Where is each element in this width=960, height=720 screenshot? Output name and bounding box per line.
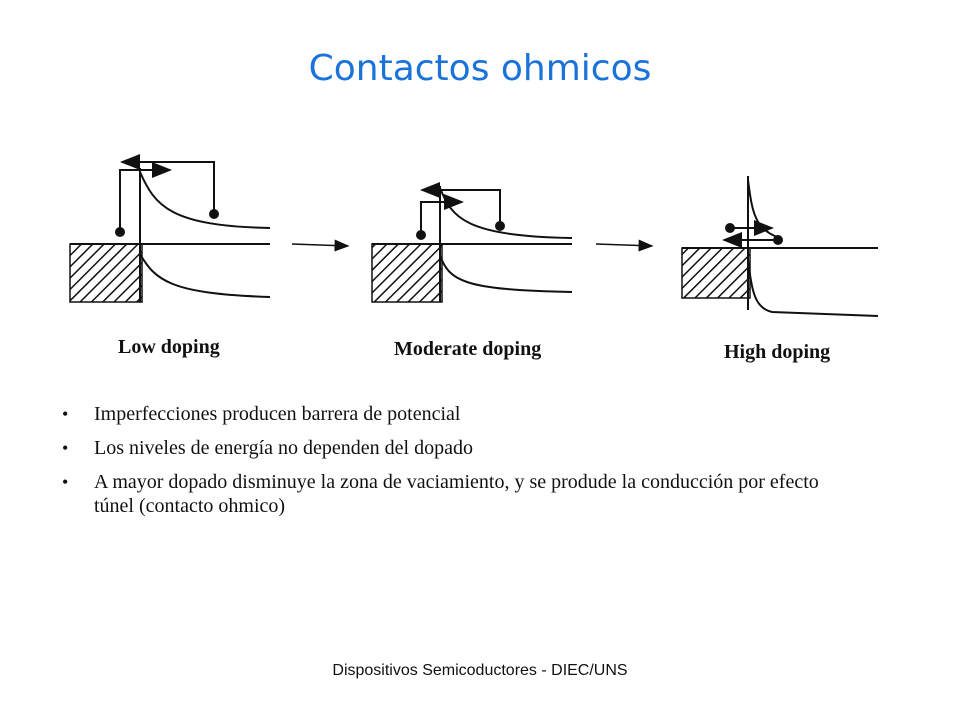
- electron-semiconductor: [773, 235, 783, 245]
- valence-band: [747, 259, 879, 317]
- bullet-list: • Imperfecciones producen barrera de pote…: [60, 402, 860, 528]
- panel-high-doping: High doping: [681, 176, 879, 363]
- panel-label-low: Low doping: [118, 336, 220, 358]
- transition-arrow-2: [595, 239, 654, 252]
- valence-band: [139, 253, 271, 298]
- panel-moderate-doping: Moderate doping: [371, 182, 573, 360]
- bullet-text: Los niveles de energía no dependen del d…: [94, 437, 473, 459]
- metal-hatch: [69, 243, 143, 303]
- bullet-item: • Imperfecciones producen barrera de pote…: [60, 402, 860, 426]
- return-arrow: [120, 154, 215, 214]
- conduction-band: [439, 187, 573, 239]
- bullet-marker: •: [62, 472, 69, 492]
- thermionic-arrow: [420, 194, 464, 235]
- metal-hatch: [681, 247, 751, 299]
- valence-band: [439, 255, 573, 293]
- bullet-item: • Los niveles de energía no dependen del …: [60, 436, 860, 460]
- panel-label-high: High doping: [724, 341, 830, 363]
- transition-arrow-1: [291, 239, 350, 252]
- band-diagram-figure: Low doping Moderate doping High doping: [69, 154, 879, 363]
- bullet-marker: •: [62, 438, 69, 458]
- conduction-band: [747, 179, 781, 239]
- panel-low-doping: Low doping: [69, 154, 271, 358]
- bullet-item: • A mayor dopado disminuye la zona de vac…: [60, 470, 860, 518]
- bullet-text: A mayor dopado disminuye la zona de vaci…: [94, 471, 819, 517]
- slide-title: Contactos ohmicos: [308, 48, 652, 89]
- bullet-marker: •: [62, 404, 69, 424]
- conduction-band: [139, 171, 271, 229]
- metal-hatch: [371, 243, 443, 303]
- return-arrow: [420, 182, 501, 226]
- panel-label-moderate: Moderate doping: [394, 338, 541, 360]
- slide-footer: Dispositivos Semicoductores - DIEC/UNS: [332, 662, 628, 679]
- bullet-text: Imperfecciones producen barrera de poten…: [94, 403, 461, 425]
- thermionic-arrow: [119, 162, 172, 232]
